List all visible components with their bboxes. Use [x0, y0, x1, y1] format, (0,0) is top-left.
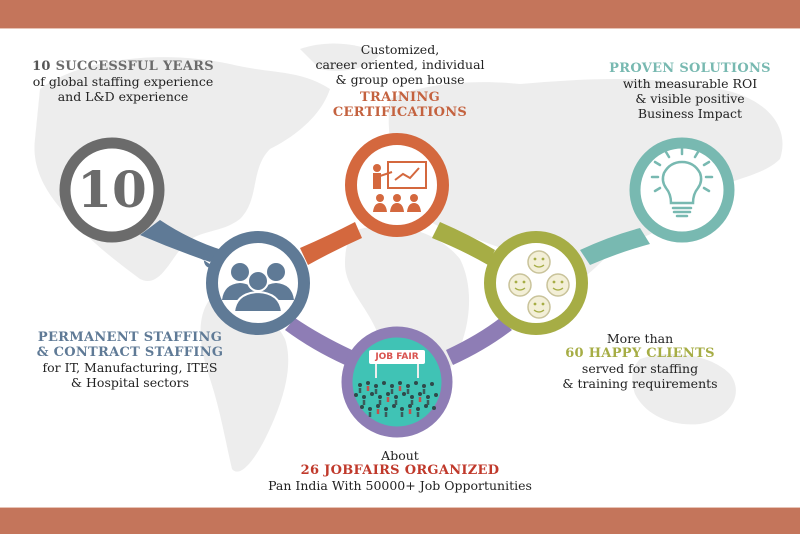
clients-heading: 60 HAPPY CLIENTS — [565, 346, 715, 361]
clients-text-block: More than 60 HAPPY CLIENTS served for st… — [540, 331, 740, 391]
jobfairs-line: Pan India With 50000+ Job Opportunities — [268, 478, 532, 493]
clients-intro: More than — [606, 331, 674, 346]
job-fair-crowd-icon — [354, 350, 438, 417]
training-circle — [345, 133, 449, 237]
years-circle — [59, 137, 165, 243]
staffing-line-1: for IT, Manufacturing, ITES — [42, 360, 218, 375]
solutions-line-3: Business Impact — [637, 106, 743, 121]
clients-line-1: served for staffing — [581, 361, 699, 376]
jobfairs-heading: 26 JOBFAIRS ORGANIZED — [300, 463, 500, 478]
jobfairs-text-block: About 26 JOBFAIRS ORGANIZED Pan India Wi… — [250, 448, 550, 493]
bottom-frame-bar — [0, 507, 800, 534]
training-line-1: Customized, — [360, 42, 440, 57]
number-ten-icon: 10 — [77, 160, 147, 219]
job-fair-banner: JOB FAIR — [375, 352, 419, 362]
clients-line-2: & training requirements — [562, 376, 718, 391]
training-heading-1: TRAINING — [360, 90, 440, 105]
training-text-block: Customized, career oriented, individual … — [300, 42, 500, 120]
years-text-block: 10 SUCCESSFUL YEARS of global staffing e… — [8, 59, 238, 104]
solutions-line-2: & visible positive — [635, 91, 745, 106]
jobfairs-intro: About — [381, 448, 419, 463]
staffing-text-block: PERMANENT STAFFING & CONTRACT STAFFING f… — [25, 330, 235, 390]
staffing-line-2: & Hospital sectors — [70, 375, 190, 390]
solutions-text-block: PROVEN SOLUTIONS with measurable ROI & v… — [590, 61, 790, 121]
connectors — [140, 220, 650, 365]
staffing-heading-1: PERMANENT STAFFING — [37, 330, 223, 345]
training-line-2: career oriented, individual — [315, 57, 485, 72]
solutions-line-1: with measurable ROI — [622, 76, 758, 91]
training-heading-2: CERTIFICATIONS — [332, 105, 468, 120]
staffing-heading-2: & CONTRACT STAFFING — [36, 345, 224, 360]
presentation-trainer-icon — [373, 161, 427, 212]
lightbulb-icon — [650, 146, 714, 218]
people-group-icon — [222, 263, 294, 313]
smiley-faces-icon — [508, 250, 570, 319]
years-line-1: of global staffing experience — [32, 74, 214, 89]
training-line-3: & group open house — [335, 72, 465, 87]
solutions-heading: PROVEN SOLUTIONS — [609, 61, 771, 76]
clients-circle — [484, 231, 588, 335]
solutions-circle — [629, 137, 735, 243]
top-frame-bar — [0, 0, 800, 29]
years-number: 10 — [32, 59, 51, 74]
years-heading: SUCCESSFUL YEARS — [55, 59, 214, 74]
years-line-2: and L&D experience — [57, 89, 189, 104]
